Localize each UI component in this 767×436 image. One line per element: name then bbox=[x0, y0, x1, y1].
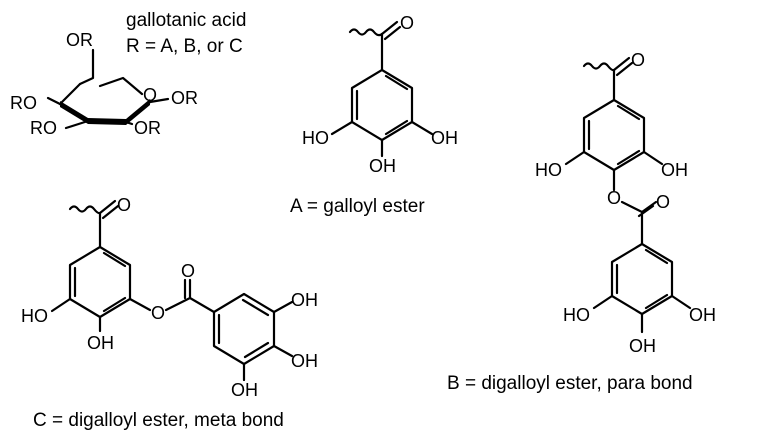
structure-a-galloyl-ester: O HO OH OH A = galloyl ester bbox=[290, 13, 458, 217]
substituent-note: R = A, B, or C bbox=[126, 36, 243, 57]
structure-c-ester-o: O bbox=[151, 303, 165, 323]
structure-c-left-hydroxyl-bonds bbox=[50, 297, 102, 333]
structure-b-carbonyl-o: O bbox=[631, 50, 645, 70]
structure-c-right-hydroxyl-bonds bbox=[242, 300, 294, 382]
structure-b-upper-ring bbox=[582, 68, 646, 172]
structure-b-digalloyl-para: O HO OH O O HO OH OH B = digalloyl ester… bbox=[447, 50, 716, 394]
structure-a-carbonyl-bond bbox=[380, 20, 402, 41]
glucose-c3-label: RO bbox=[30, 118, 57, 138]
structure-b-oh-left: HO bbox=[535, 160, 562, 180]
structure-c-left-ring-double-bonds bbox=[73, 251, 127, 313]
structure-c-right-ring bbox=[212, 292, 276, 366]
structure-a-oh-right: OH bbox=[431, 128, 458, 148]
structure-c-oh2-top: OH bbox=[291, 290, 318, 310]
structure-b-ester-o: O bbox=[607, 188, 621, 208]
structure-c-ester-linkage bbox=[128, 278, 216, 314]
structure-a-carbonyl-o: O bbox=[400, 13, 414, 33]
structure-a-caption: A = galloyl ester bbox=[290, 196, 425, 217]
glucose-c6-label: OR bbox=[66, 30, 93, 50]
glucose-c6-chain bbox=[78, 48, 95, 86]
structure-c-digalloyl-meta: O HO OH O O OH OH OH C = digalloyl ester… bbox=[21, 195, 318, 431]
structure-c-ester-carbonyl-o: O bbox=[181, 261, 195, 281]
structure-b-attachment-squiggle bbox=[582, 62, 616, 72]
structure-c-carbonyl-o: O bbox=[117, 195, 131, 215]
structure-b-lower-ring-double-bonds bbox=[615, 248, 669, 310]
glucose-c2-label: OR bbox=[134, 118, 161, 138]
structure-c-caption: C = digalloyl ester, meta bond bbox=[33, 410, 284, 431]
glucose-ring-oxygen: O bbox=[143, 85, 157, 105]
structure-b-oh2-right: OH bbox=[689, 305, 716, 325]
glucose-c4-label: RO bbox=[10, 93, 37, 113]
structure-a-attachment-squiggle bbox=[348, 28, 384, 37]
glucose-front-wedge-right bbox=[126, 99, 150, 125]
structure-b-ester-linkage bbox=[612, 168, 658, 246]
structure-b-oh2-left: HO bbox=[563, 305, 590, 325]
structure-b-caption: B = digalloyl ester, para bond bbox=[447, 373, 693, 394]
structure-b-carbonyl-bond bbox=[612, 56, 634, 77]
glucose-c1-label: OR bbox=[171, 88, 198, 108]
structure-a-ring bbox=[350, 32, 414, 142]
structure-c-oh-bottom: OH bbox=[87, 333, 114, 353]
structure-b-lower-ring bbox=[610, 242, 674, 316]
structure-c-oh2-right: OH bbox=[291, 351, 318, 371]
structure-b-lower-hydroxyl-bonds bbox=[592, 294, 692, 334]
glucose-ro-bonds bbox=[46, 96, 90, 130]
structure-b-ester-carbonyl-o: O bbox=[656, 192, 670, 212]
structure-c-right-ring-double-bonds bbox=[217, 298, 270, 359]
structure-c-oh-left: HO bbox=[21, 306, 48, 326]
structure-c-oh2-bottom: OH bbox=[231, 380, 258, 400]
structure-b-oh2-bottom: OH bbox=[629, 336, 656, 356]
glucose-front-wedge-left bbox=[60, 101, 88, 124]
structure-b-oh-right: OH bbox=[661, 160, 688, 180]
structure-c-carbonyl-bond bbox=[98, 199, 120, 220]
structure-a-oh-bottom: OH bbox=[369, 156, 396, 176]
structure-a-hydroxyl-bonds bbox=[330, 120, 434, 158]
structure-a-ring-double-bonds bbox=[355, 74, 409, 136]
structure-c-attachment-squiggle bbox=[68, 205, 102, 215]
structure-b-upper-ring-double-bonds bbox=[587, 104, 641, 166]
glucose-front-wedge-mid bbox=[88, 118, 126, 125]
structure-c-left-ring bbox=[68, 211, 132, 319]
title-label: gallotanic acid bbox=[126, 10, 246, 31]
structure-b-upper-hydroxyl-bonds bbox=[564, 150, 664, 166]
glucose-core: OR O RO OR RO OR bbox=[10, 30, 198, 138]
structure-a-oh-left: HO bbox=[302, 128, 329, 148]
